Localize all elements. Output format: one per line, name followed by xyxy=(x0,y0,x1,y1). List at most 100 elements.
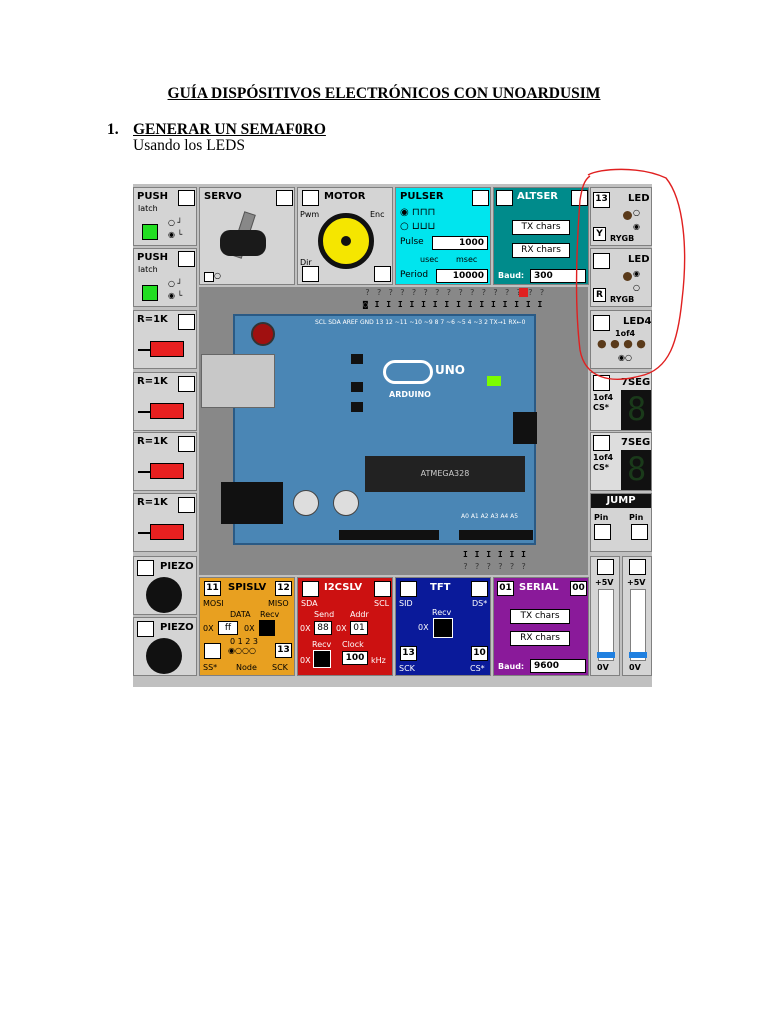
enc-pin-checkbox[interactable] xyxy=(374,266,391,282)
period-label: Period xyxy=(400,270,429,280)
section-number: 1. xyxy=(107,121,119,138)
reset-button[interactable] xyxy=(251,322,275,346)
component-icon xyxy=(351,354,363,364)
pin-checkbox[interactable] xyxy=(178,190,195,206)
sck-pin-number[interactable]: 13 xyxy=(400,646,417,661)
tx-chars-button[interactable]: TX chars xyxy=(510,609,570,624)
push-button[interactable] xyxy=(142,224,158,240)
rygb-label: RYGB xyxy=(610,234,635,243)
mosi-pin-number[interactable]: 11 xyxy=(204,581,221,596)
pin-checkbox[interactable] xyxy=(593,253,610,269)
radio-option-icon[interactable]: ○ xyxy=(633,283,640,292)
mode-radio-icon[interactable]: ◉○○○ xyxy=(228,646,256,655)
spi-data-input[interactable]: ff xyxy=(218,621,238,635)
tx-chars-button[interactable]: TX chars xyxy=(512,220,570,235)
push-button[interactable] xyxy=(142,285,158,301)
switch-post-icon xyxy=(138,411,150,413)
sck-pin-number[interactable]: 13 xyxy=(275,643,292,658)
pin-checkbox[interactable] xyxy=(302,581,319,597)
resistor-slider-icon[interactable] xyxy=(150,341,184,357)
pin-checkbox[interactable] xyxy=(631,524,648,540)
pin-checkbox[interactable] xyxy=(593,435,610,451)
motor-shaft-icon xyxy=(341,236,351,246)
radio-option-icon[interactable]: ◉○ xyxy=(618,353,632,362)
pin-checkbox[interactable] xyxy=(496,190,513,206)
resistor-slider-icon[interactable] xyxy=(150,403,184,419)
push-label: PUSH xyxy=(137,252,169,263)
usec-label[interactable]: usec xyxy=(420,255,439,264)
capacitor-icon xyxy=(293,490,319,516)
pin-checkbox[interactable] xyxy=(276,190,293,206)
power-jack-icon xyxy=(221,482,283,524)
resistor-device-4: R=1K xyxy=(133,493,197,552)
pot-slider-knob[interactable] xyxy=(597,652,615,658)
dir-pin-checkbox[interactable] xyxy=(302,266,319,282)
resistor-device-3: R=1K xyxy=(133,432,197,491)
pin-checkbox[interactable] xyxy=(178,251,195,267)
pin-checkbox[interactable] xyxy=(178,436,195,452)
addr-input[interactable]: 01 xyxy=(350,621,368,635)
pin-checkbox[interactable] xyxy=(137,560,154,576)
rx-pin-number[interactable]: 00 xyxy=(570,581,587,596)
radio-option-icon[interactable]: ○ xyxy=(633,208,640,217)
ss-pin-checkbox[interactable] xyxy=(204,643,221,659)
baud-select[interactable]: 9600 xyxy=(530,659,586,673)
pin-checkbox[interactable] xyxy=(571,190,588,206)
resistor-slider-icon[interactable] xyxy=(150,524,184,540)
pin-checkbox[interactable] xyxy=(400,581,417,597)
pin-checkbox[interactable] xyxy=(302,190,319,206)
cs-pin-number[interactable]: 10 xyxy=(471,646,488,661)
ss-label: SS* xyxy=(203,663,218,672)
arduino-label: ARDUINO xyxy=(389,390,431,399)
seg-label: 7SEG xyxy=(621,437,651,448)
servo-rotate-icon: ○ xyxy=(214,271,221,280)
usb-port-icon xyxy=(201,354,275,408)
hex-prefix: 0X xyxy=(418,623,429,632)
rx-chars-button[interactable]: RX chars xyxy=(510,631,570,646)
seven-segment-device-2: 7SEG 8 1of4 CS* xyxy=(590,432,652,491)
baud-select[interactable]: 300 xyxy=(530,269,586,283)
mode-radio-icon[interactable]: ○ ┘ xyxy=(168,218,183,227)
pin-checkbox[interactable] xyxy=(137,621,154,637)
pin-checkbox[interactable] xyxy=(374,581,391,597)
send-input[interactable]: 88 xyxy=(314,621,332,635)
serial-label: SERIAL xyxy=(519,582,559,593)
pin-checkbox[interactable] xyxy=(629,559,646,575)
dir-label: Dir xyxy=(300,258,312,267)
led-color-select[interactable]: R xyxy=(593,288,606,302)
pin-label: Pin xyxy=(629,513,644,522)
tx-pin-number[interactable]: 01 xyxy=(497,581,514,596)
latch-label: latch xyxy=(138,204,158,213)
pin-checkbox[interactable] xyxy=(472,190,489,206)
pin-checkbox[interactable] xyxy=(178,376,195,392)
msec-label[interactable]: msec xyxy=(456,255,478,264)
radio-option-icon[interactable]: ◉ xyxy=(633,222,640,231)
miso-pin-number[interactable]: 12 xyxy=(275,581,292,596)
pin-checkbox[interactable] xyxy=(594,524,611,540)
pot-slider-track[interactable] xyxy=(630,589,646,661)
arduino-uno-board: SCL SDA AREF GND 13 12 ~11 ~10 ~9 8 7 ~6… xyxy=(201,314,537,545)
analog-pin-sockets-icon: I I I I I I xyxy=(463,550,527,559)
pin-checkbox[interactable] xyxy=(593,315,610,331)
pot-slider-knob[interactable] xyxy=(629,652,647,658)
top-pin-header-icon: ? ? ? ? ? ? ? ? ? ? ? ? ? ? ? ? xyxy=(365,288,546,297)
mode-radio-icon[interactable]: ◉ └ xyxy=(168,291,183,300)
pin-checkbox[interactable] xyxy=(178,497,195,513)
radio-option-icon[interactable]: ◉ xyxy=(633,269,640,278)
clock-input[interactable]: 100 xyxy=(342,651,368,665)
mode-radio-icon[interactable]: ○ ┘ xyxy=(168,279,183,288)
inverted-waveform-icon: ○ ⊔⊔⊔ xyxy=(400,221,436,232)
resistor-slider-icon[interactable] xyxy=(150,463,184,479)
pot-slider-track[interactable] xyxy=(598,589,614,661)
period-input[interactable]: 10000 xyxy=(436,269,488,283)
mode-radio-icon[interactable]: ◉ └ xyxy=(168,230,183,239)
rx-chars-button[interactable]: RX chars xyxy=(512,243,570,258)
pin-checkbox[interactable] xyxy=(471,581,488,597)
led-pin-number[interactable]: 13 xyxy=(593,192,610,208)
pulse-input[interactable]: 1000 xyxy=(432,236,488,250)
led-color-select[interactable]: Y xyxy=(593,227,606,241)
pin-checkbox[interactable] xyxy=(178,314,195,330)
pin-checkbox[interactable] xyxy=(597,559,614,575)
component-icon xyxy=(351,402,363,412)
pin-checkbox[interactable] xyxy=(593,375,610,391)
